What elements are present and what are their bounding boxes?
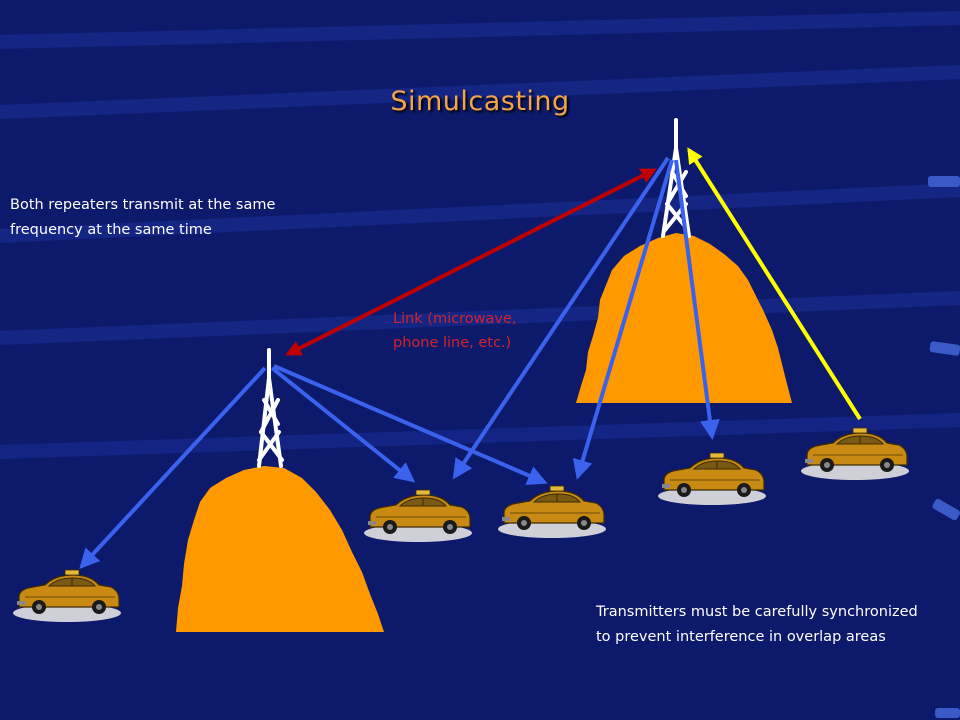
- note-same-frequency: Both repeaters transmit at the same freq…: [10, 197, 276, 238]
- taxi-cab-icon: [363, 489, 473, 543]
- taxi-cab-icon: [657, 452, 767, 506]
- edge-accents: [928, 176, 960, 718]
- uplink-arrow: [687, 147, 862, 421]
- downlink-arrow: [674, 159, 720, 440]
- downlink-arrow: [273, 364, 548, 485]
- note-synchronization: Transmitters must be carefully synchroni…: [596, 604, 918, 645]
- repeater-link-arrow: [285, 168, 657, 356]
- taxi-cab-icon: [12, 569, 122, 623]
- link-label: Link (microwave, phone line, etc.): [393, 311, 517, 351]
- taxi-cab-icon: [497, 485, 607, 539]
- radio-tower-icon: [257, 348, 284, 468]
- mountain-left: [176, 466, 384, 632]
- downlink-arrow: [270, 366, 416, 483]
- taxi-cab-icon: [800, 427, 910, 481]
- slide-title: Simulcasting: [390, 86, 570, 117]
- downlink-arrow: [79, 366, 267, 569]
